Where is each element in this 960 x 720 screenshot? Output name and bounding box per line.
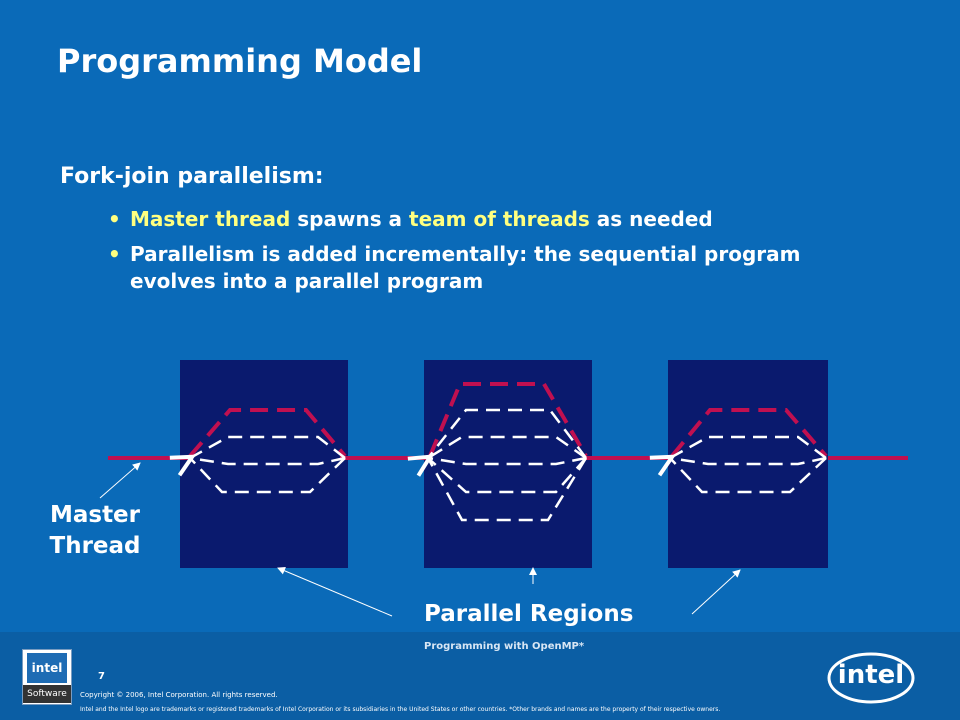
bullet-dot-icon: • bbox=[108, 207, 121, 231]
parallel-regions-label: Parallel Regions bbox=[424, 601, 634, 627]
intel-logo-text: intel bbox=[837, 660, 905, 690]
course-title: Programming with OpenMP* bbox=[424, 641, 585, 652]
bullet-text: Parallelism is added incrementally: the … bbox=[130, 242, 801, 293]
highlight-master-thread: Master thread bbox=[130, 207, 291, 231]
intel-logo: intel bbox=[826, 650, 916, 706]
master-thread-pointer bbox=[99, 462, 141, 499]
intel-badge-logo-icon: intel bbox=[27, 653, 67, 683]
legal-text: Intel and the Intel logo are trademarks … bbox=[80, 706, 721, 713]
bullet-item-1: • Master thread spawns a team of threads… bbox=[108, 206, 868, 233]
master-label-line2: Thread bbox=[49, 533, 141, 559]
bullet-text: spawns a bbox=[290, 207, 410, 231]
software-label: Software bbox=[23, 685, 71, 703]
intel-swoosh-icon bbox=[827, 652, 915, 704]
slide-title: Programming Model bbox=[57, 42, 423, 80]
thread-team-2 bbox=[428, 382, 588, 522]
bullet-dot-icon: • bbox=[108, 242, 121, 266]
master-label-line1: Master bbox=[49, 502, 141, 528]
page-number: 7 bbox=[98, 671, 105, 682]
master-thread-label: Master Thread bbox=[30, 500, 160, 562]
highlight-team-of-threads: team of threads bbox=[409, 207, 590, 231]
bullet-text: as needed bbox=[589, 207, 713, 231]
bullet-list: • Master thread spawns a team of threads… bbox=[108, 206, 868, 303]
region-pointer-1 bbox=[277, 567, 393, 617]
bullet-item-2: • Parallelism is added incrementally: th… bbox=[108, 241, 868, 295]
thread-team-3 bbox=[670, 408, 828, 494]
footer-band bbox=[0, 632, 960, 720]
section-heading: Fork-join parallelism: bbox=[60, 164, 324, 189]
region-pointer-3 bbox=[691, 569, 741, 615]
intel-software-badge: intel Software bbox=[22, 649, 72, 705]
copyright-text: Copyright © 2006, Intel Corporation. All… bbox=[80, 691, 278, 699]
thread-team-1 bbox=[190, 408, 347, 494]
